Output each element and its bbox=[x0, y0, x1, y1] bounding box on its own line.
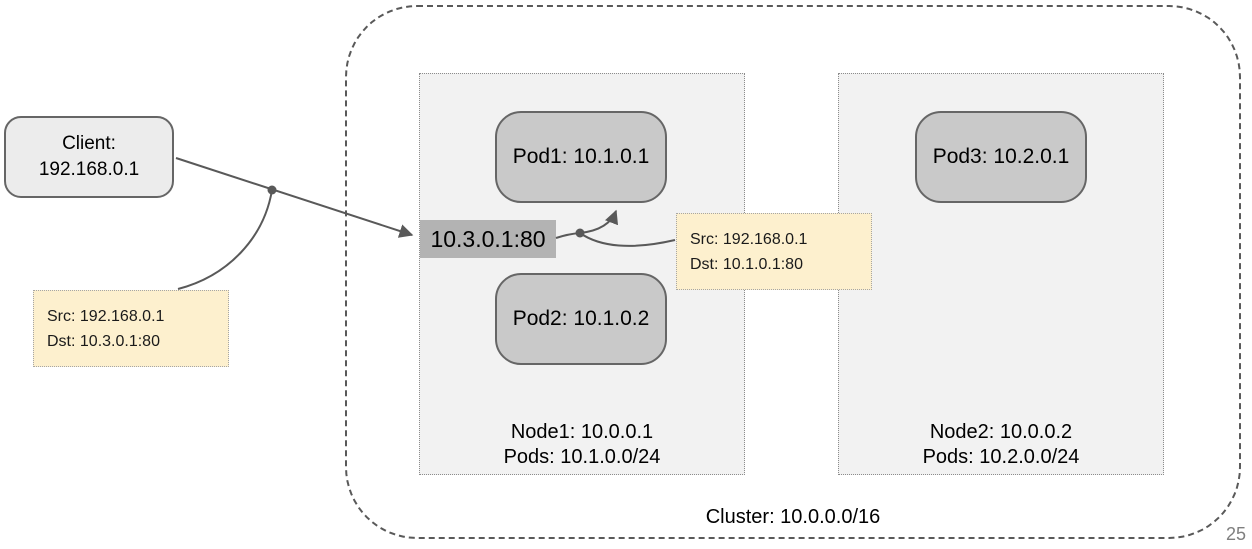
pod1-label: Pod1: 10.1.0.1 bbox=[512, 145, 650, 168]
packet-note1-src: Src: 192.168.0.1 bbox=[47, 308, 165, 325]
client-arrow-junction-dot bbox=[267, 185, 277, 195]
slide-page-number: 25 bbox=[1225, 524, 1246, 544]
cluster-label: Cluster: 10.0.0.0/16 bbox=[705, 506, 881, 528]
pod3-label: Pod3: 10.2.0.1 bbox=[932, 145, 1070, 168]
packet-note-client-to-service: Src: 192.168.0.1 Dst: 10.3.0.1:80 bbox=[33, 290, 229, 367]
packet-note1-dst: Dst: 10.3.0.1:80 bbox=[47, 333, 160, 350]
packet-note2-src: Src: 192.168.0.1 bbox=[690, 231, 808, 248]
node2-pods-cidr: Pods: 10.2.0.0/24 bbox=[922, 446, 1080, 468]
pod2-label: Pod2: 10.1.0.2 bbox=[512, 307, 650, 330]
pod2-box: Pod2: 10.1.0.2 bbox=[495, 273, 667, 365]
node2-title: Node2: 10.0.0.2 bbox=[929, 421, 1073, 443]
client-label-line2: 192.168.0.1 bbox=[38, 159, 140, 180]
client-label-line1: Client: bbox=[62, 133, 116, 154]
packet-note2-dst: Dst: 10.1.0.1:80 bbox=[690, 256, 803, 273]
node1-label: Node1: 10.0.0.1 Pods: 10.1.0.0/24 bbox=[419, 420, 745, 470]
junction-to-note1-curve bbox=[177, 189, 273, 290]
pod3-box: Pod3: 10.2.0.1 bbox=[915, 111, 1087, 203]
service-ip-label: 10.3.0.1:80 bbox=[430, 225, 546, 252]
packet-note-service-to-pod: Src: 192.168.0.1 Dst: 10.1.0.1:80 bbox=[676, 213, 872, 290]
node1-pods-cidr: Pods: 10.1.0.0/24 bbox=[503, 446, 661, 468]
client-box: Client: 192.168.0.1 bbox=[4, 116, 174, 198]
node1-title: Node1: 10.0.0.1 bbox=[510, 421, 654, 443]
node2-label: Node2: 10.0.0.2 Pods: 10.2.0.0/24 bbox=[838, 420, 1164, 470]
pod1-box: Pod1: 10.1.0.1 bbox=[495, 111, 667, 203]
service-ip-box: 10.3.0.1:80 bbox=[420, 220, 556, 258]
